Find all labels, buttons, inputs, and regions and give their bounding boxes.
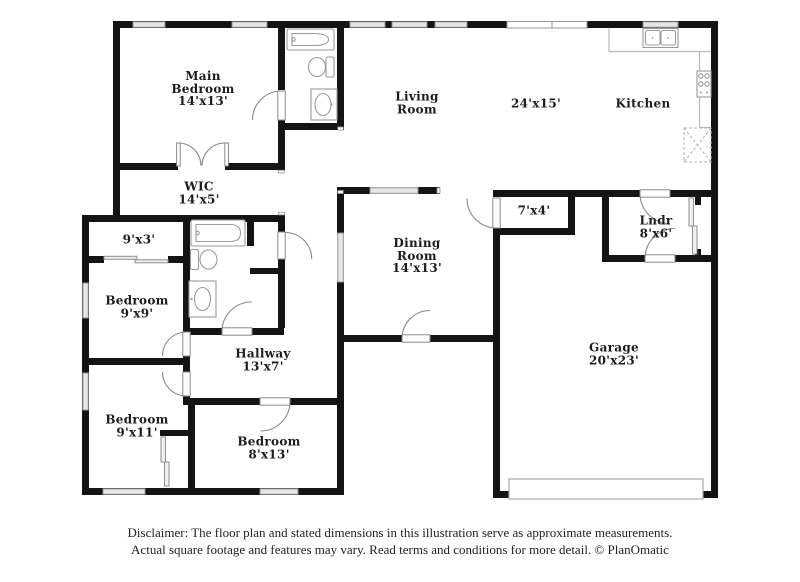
door-leaf — [221, 327, 253, 336]
counter — [608, 28, 711, 129]
room-label-bedroom-8x13: Bedroom 8'x13' — [237, 434, 301, 461]
room-label-hallway: Hallway 13'x7' — [235, 346, 291, 373]
disclaimer-line-2: Actual square footage and features may v… — [131, 542, 669, 558]
sliding-closet-door — [688, 197, 694, 227]
door-swing-arc — [221, 301, 252, 332]
refrigerator-icon — [683, 127, 712, 163]
sliding-closet-door — [692, 225, 698, 255]
window — [231, 21, 268, 28]
stove-icon — [696, 70, 712, 98]
hall-bathroom-fixtures — [188, 219, 246, 318]
kitchen-fixtures — [608, 27, 712, 163]
door-leaf — [182, 371, 191, 397]
window — [349, 21, 386, 28]
vanity-sink-icon — [188, 280, 217, 318]
garage-door — [508, 478, 704, 500]
toilet-icon — [307, 56, 335, 78]
room-label-wic: WIC 14'x5' — [178, 179, 220, 206]
opening-jamb — [277, 211, 286, 216]
room-label-laundry: Lndr 8'x6' — [639, 213, 673, 240]
door-leaf — [644, 254, 676, 263]
vanity-sink-icon — [310, 88, 338, 121]
window — [82, 372, 89, 411]
door-swing-arc — [644, 227, 676, 259]
door-leaf — [277, 90, 286, 121]
door-swing-arc — [466, 198, 497, 229]
window — [391, 21, 428, 28]
room-label-living-room-size: 24'x15' — [510, 96, 562, 111]
bathtub-icon — [286, 28, 335, 51]
door-leaf — [259, 397, 291, 406]
door-swing-arc — [401, 309, 431, 339]
windows — [82, 21, 679, 495]
disclaimer-line-1: Disclaimer: The floor plan and stated di… — [127, 525, 673, 540]
kitchen-window — [642, 21, 679, 28]
closet-doors — [103, 197, 698, 487]
master-bathroom-fixtures — [286, 28, 338, 121]
room-label-kitchen: Kitchen — [615, 96, 671, 111]
sliding-closet-door — [164, 461, 170, 487]
window — [132, 21, 166, 28]
walls — [82, 21, 718, 498]
door-swing-arc — [161, 371, 187, 397]
room-label-garage: Garage 20'x23' — [588, 340, 640, 367]
bathtub-icon — [190, 219, 246, 247]
window — [434, 21, 468, 28]
interior-window — [337, 232, 344, 283]
room-label-bedroom-9x11: Bedroom 9'x11' — [105, 412, 169, 439]
french-door-leaf — [176, 142, 181, 167]
door-swing-arc — [639, 193, 671, 225]
room-label-dining-room: Dining Room 14'x13' — [391, 235, 443, 276]
door-swing-arc — [178, 142, 202, 166]
door-leaf — [639, 189, 671, 198]
interior-window — [369, 187, 419, 194]
room-label-living-room: Living Room — [395, 89, 439, 116]
room-label-bedroom-9x9: Bedroom 9'x9' — [105, 293, 169, 320]
sliding-closet-door — [103, 255, 138, 260]
window — [82, 282, 89, 319]
opening-jamb — [337, 126, 344, 131]
opening-jamb — [436, 187, 441, 194]
toilet-icon — [189, 248, 218, 271]
door-leaf — [401, 334, 431, 343]
opening-jamb — [337, 190, 344, 194]
window — [102, 488, 146, 495]
patio-slider-panel — [551, 21, 588, 29]
door-swing-arc — [285, 231, 313, 260]
opening-jamb — [277, 169, 286, 174]
door-leaf — [277, 231, 286, 260]
door-leaf — [182, 331, 191, 357]
doors — [161, 90, 676, 432]
room-label-closet-7x4: 7'x4' — [517, 203, 551, 218]
door-leaf — [492, 197, 501, 229]
disclaimer-text: Disclaimer: The floor plan and stated di… — [0, 524, 800, 558]
room-label-closet-9x3: 9'x3' — [122, 232, 156, 247]
room-label-main-bedroom: Main Bedroom 14'x13' — [171, 68, 235, 109]
door-swing-arc — [251, 90, 282, 121]
kitchen-sink-icon — [642, 27, 679, 49]
sliding-closet-door — [134, 259, 169, 264]
patio-slider-panel — [506, 21, 553, 29]
door-swing-arc — [260, 401, 291, 432]
door-swing-arc — [161, 331, 187, 357]
sliding-closet-door — [160, 436, 166, 463]
window — [259, 488, 299, 495]
door-swing-arc — [201, 142, 225, 166]
french-door-leaf — [224, 142, 229, 167]
